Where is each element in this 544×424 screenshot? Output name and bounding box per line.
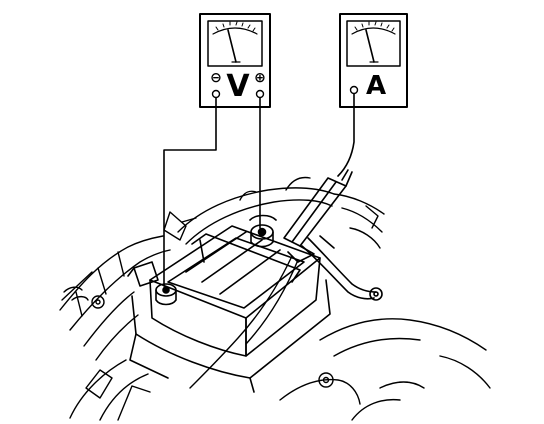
engine-bay-left-structure [59,235,171,421]
negative-cable [301,235,383,301]
ammeter-needle [365,29,375,63]
voltmeter-needle [227,29,237,63]
voltmeter-scale [212,27,258,35]
engine-bay-top-structure [163,176,335,245]
voltmeter [199,13,271,108]
ammeter-probe [283,171,353,263]
ammeter-lead [337,93,355,181]
voltmeter-positive-jack [255,89,265,99]
ammeter-symbol: A [366,71,386,101]
battery-positive-terminal [249,214,277,248]
voltmeter-symbol: V [226,69,250,104]
voltmeter-negative-symbol: ⊖ [210,70,222,86]
voltmeter-positive-symbol: ⊕ [254,70,266,86]
engine-bay-right-structure [279,193,491,421]
battery [129,225,331,393]
ammeter-return-lead [189,255,299,389]
ammeter [339,13,408,108]
battery-negative-terminal [127,261,177,306]
voltmeter-negative-lead [163,97,217,287]
ammeter-jack [349,85,359,95]
ammeter-scale [351,27,396,35]
voltmeter-negative-jack [211,89,221,99]
